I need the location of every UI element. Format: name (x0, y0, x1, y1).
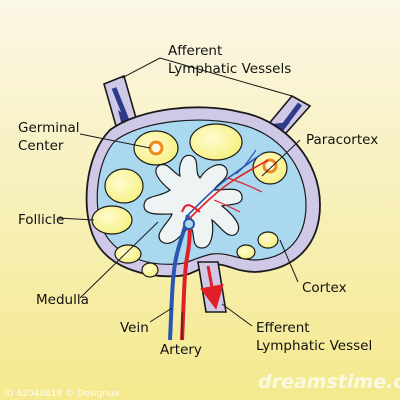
germinal-center-icon (262, 158, 278, 174)
blood-vessels (168, 149, 269, 341)
efferent-vessel (197, 261, 227, 313)
cortex-label: Cortex (302, 280, 347, 296)
efferent-label-line1: Efferent (256, 320, 310, 336)
watermark-id: ID 62048818 © Designua (4, 389, 119, 399)
follicle (91, 205, 133, 235)
watermark-brand: dreamstime.com (258, 371, 400, 393)
follicle-label: Follicle (18, 212, 64, 228)
efferent-label-line2: Lymphatic Vessel (256, 338, 372, 354)
follicle (257, 231, 279, 249)
artery-label: Artery (160, 342, 202, 358)
vein-label: Vein (120, 320, 149, 336)
leader-lines (57, 57, 301, 340)
paracortex-label: Paracortex (306, 132, 378, 148)
afferent-label-line1: Afferent (168, 43, 222, 59)
medulla-label: Medulla (36, 292, 89, 308)
efferent-arrow-icon (199, 265, 224, 310)
medulla-region (143, 154, 243, 249)
germinal-label-line1: Germinal (18, 120, 80, 136)
follicle (104, 168, 144, 204)
germinal-label-line2: Center (18, 138, 64, 154)
follicle (189, 123, 243, 161)
afferent-label-line2: Lymphatic Vessels (168, 61, 291, 77)
follicle (114, 244, 142, 264)
germinal-center-icon (148, 140, 164, 156)
follicle (236, 244, 256, 260)
follicle (141, 262, 159, 278)
